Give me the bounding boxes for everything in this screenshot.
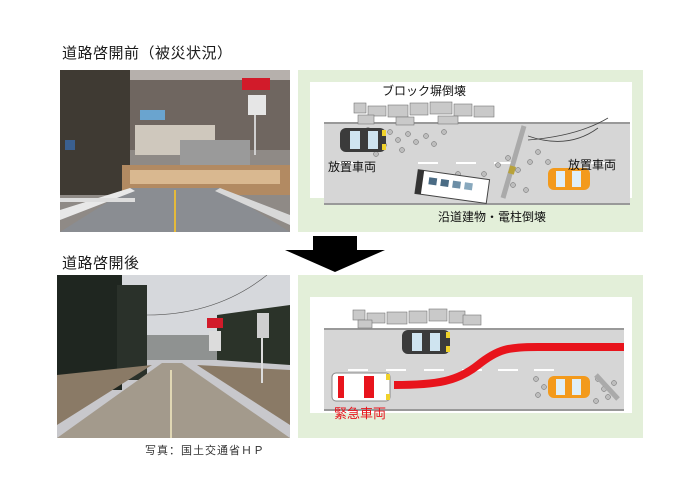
label-abandoned-vehicle-right: 放置車両 — [568, 158, 617, 172]
photo-before-illustration — [60, 70, 290, 232]
diagram-before-panel: ブロック塀倒壊 放置車両 放置車両 沿道建物・電柱倒壊 — [298, 70, 643, 232]
photo-credit-caption: 写真：国土交通省ＨＰ — [145, 444, 265, 457]
heading-before: 道路啓開前（被災状況） — [62, 44, 233, 62]
diagram-after-panel: 緊急車両 — [298, 275, 643, 438]
photo-before — [60, 70, 290, 232]
label-block-wall-collapse: ブロック塀倒壊 — [382, 84, 467, 98]
label-emergency-vehicle: 緊急車両 — [334, 407, 387, 422]
photo-after-illustration — [57, 275, 290, 438]
down-arrow-icon — [285, 236, 385, 272]
heading-after: 道路啓開後 — [62, 254, 140, 272]
diagram-after-illustration — [324, 308, 624, 411]
label-building-pole-collapse: 沿道建物・電柱倒壊 — [438, 210, 547, 224]
diagram-before-illustration — [324, 101, 630, 205]
photo-after — [57, 275, 290, 438]
label-abandoned-vehicle-left: 放置車両 — [328, 160, 377, 174]
